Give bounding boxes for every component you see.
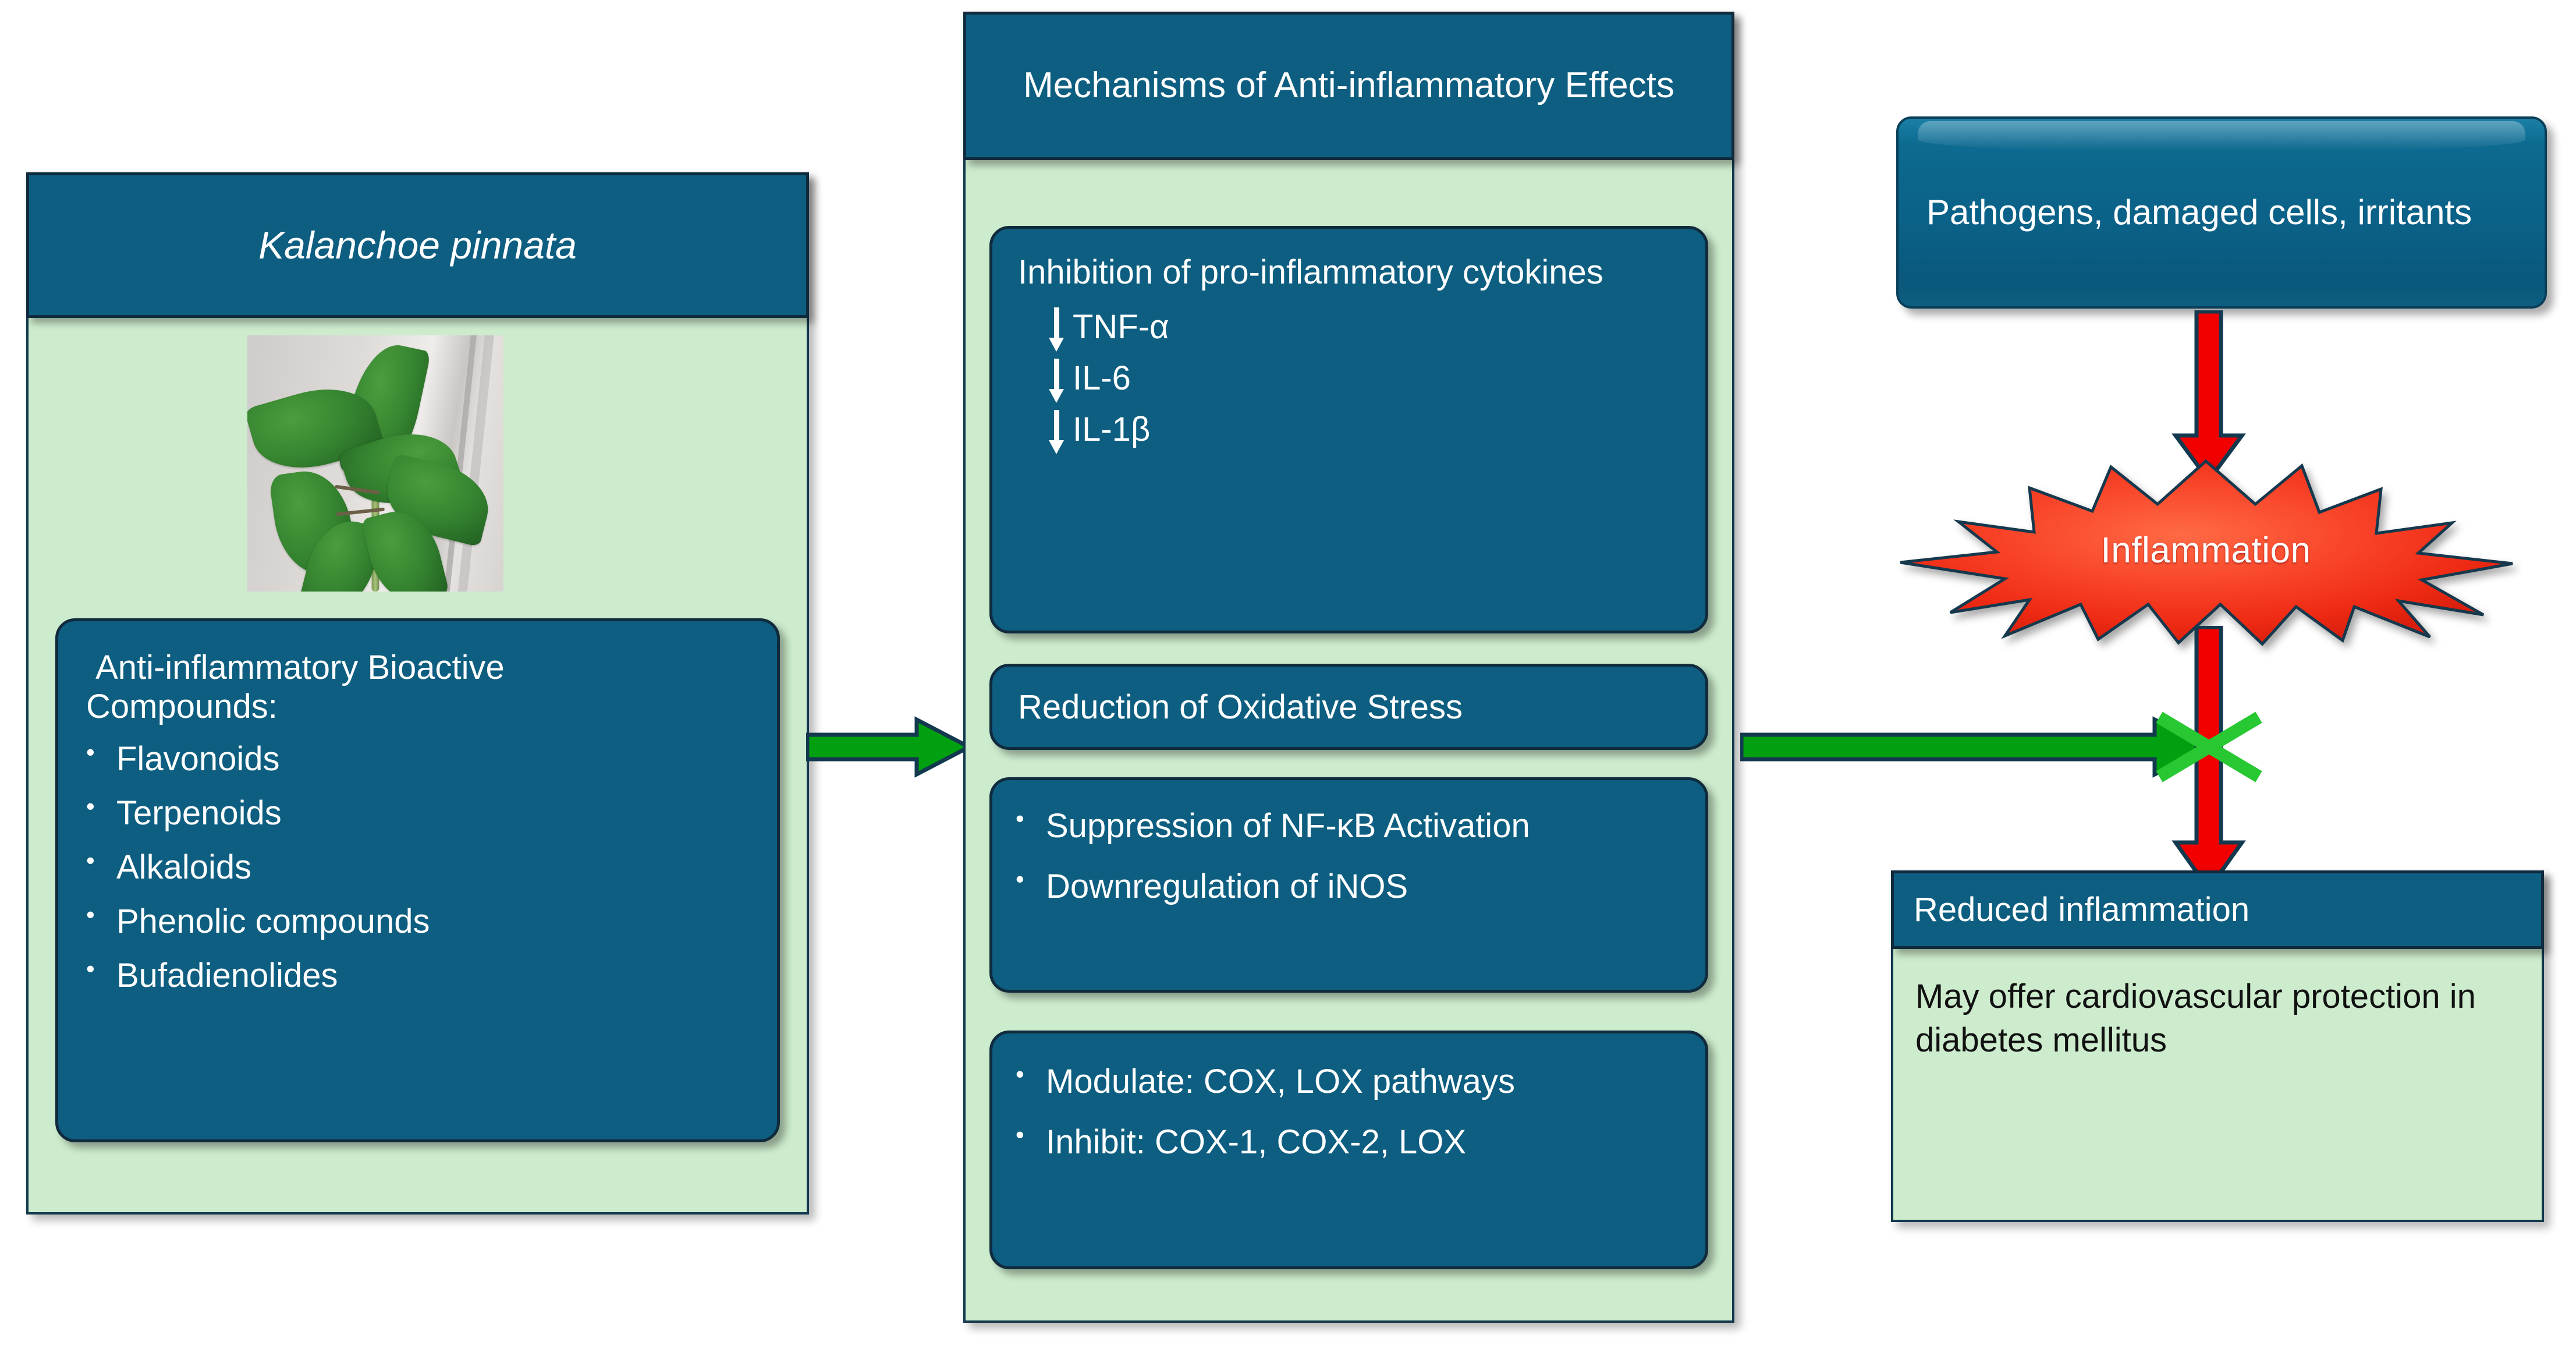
oxidative-stress-card: Reduction of Oxidative Stress bbox=[989, 664, 1708, 750]
bullet-dot: • bbox=[86, 738, 95, 766]
left-panel-title: Kalanchoe pinnata bbox=[258, 224, 577, 267]
cytokine-label: IL-6 bbox=[1073, 359, 1131, 397]
list-item: • Downregulation of iNOS bbox=[1016, 865, 1408, 905]
cytokine-item: IL-6 bbox=[1045, 358, 1680, 403]
cytokine-inhibition-card: Inhibition of pro-inflammatory cytokines… bbox=[989, 226, 1708, 633]
list-item: •Phenolic compounds bbox=[86, 900, 430, 940]
inflammation-burst: Inflammation bbox=[1894, 454, 2517, 646]
left-panel-title-bar: Kalanchoe pinnata bbox=[26, 172, 809, 318]
connector-trigger-to-burst-arrow bbox=[2171, 310, 2246, 484]
down-arrow-icon bbox=[1045, 409, 1070, 454]
nfkb-list: • Suppression of NF-κB Activation • Down… bbox=[1016, 805, 1682, 907]
cox-lox-list: • Modulate: COX, LOX pathways • Inhibit:… bbox=[1016, 1061, 1682, 1162]
compounds-heading-line1: Anti-inflammatory Bioactive bbox=[86, 649, 505, 686]
nfkb-card: • Suppression of NF-κB Activation • Down… bbox=[989, 777, 1708, 993]
bullet-dot: • bbox=[1016, 1060, 1024, 1088]
bullet-dot: • bbox=[86, 900, 95, 928]
connector-left-to-middle-arrow bbox=[806, 716, 972, 778]
bioactive-compounds-card: Anti-inflammatory Bioactive Compounds: •… bbox=[55, 618, 780, 1142]
kalanchoe-plant-photo bbox=[247, 335, 503, 592]
outcome-body: May offer cardiovascular protection in d… bbox=[1891, 949, 2544, 1222]
down-arrow-icon bbox=[1045, 307, 1070, 352]
list-item: • Suppression of NF-κB Activation bbox=[1016, 805, 1530, 845]
cytokine-item: IL-1β bbox=[1045, 409, 1680, 454]
down-arrow-icon bbox=[1045, 358, 1070, 403]
compounds-heading-line2: Compounds: bbox=[86, 688, 278, 726]
bullet-dot: • bbox=[1016, 805, 1024, 832]
compounds-list: •Flavonoids •Terpenoids •Alkaloids •Phen… bbox=[86, 739, 746, 995]
list-item: •Flavonoids bbox=[86, 738, 280, 778]
oxidative-stress-heading: Reduction of Oxidative Stress bbox=[1018, 688, 1463, 726]
cytokine-label: IL-1β bbox=[1073, 410, 1151, 448]
outcome-header-label: Reduced inflammation bbox=[1914, 891, 2250, 929]
middle-panel-title: Mechanisms of Anti-inflammatory Effects bbox=[1023, 65, 1674, 106]
list-item: • Modulate: COX, LOX pathways bbox=[1016, 1060, 1515, 1100]
outcome-header-bar: Reduced inflammation bbox=[1891, 870, 2544, 949]
green-x-icon bbox=[2156, 711, 2262, 783]
list-item: • Inhibit: COX-1, COX-2, LOX bbox=[1016, 1120, 1467, 1161]
bullet-dot: • bbox=[1016, 865, 1024, 893]
list-item: •Alkaloids bbox=[86, 846, 252, 886]
bullet-dot: • bbox=[86, 792, 95, 820]
cytokine-label: TNF-α bbox=[1073, 307, 1169, 346]
bullet-dot: • bbox=[86, 846, 95, 874]
outcome-body-text: May offer cardiovascular protection in d… bbox=[1915, 978, 2476, 1060]
trigger-box: Pathogens, damaged cells, irritants bbox=[1896, 116, 2547, 309]
connector-middle-to-right-arrow bbox=[1740, 716, 2212, 778]
bullet-dot: • bbox=[1016, 1120, 1024, 1148]
list-item: •Bufadienolides bbox=[86, 954, 338, 994]
cytokine-heading: Inhibition of pro-inflammatory cytokines bbox=[1018, 253, 1603, 291]
bullet-dot: • bbox=[86, 954, 95, 982]
cytokine-item: TNF-α bbox=[1045, 307, 1680, 352]
trigger-box-label: Pathogens, damaged cells, irritants bbox=[1926, 192, 2472, 232]
connector-burst-to-outcome-arrow bbox=[2171, 626, 2246, 893]
cox-lox-card: • Modulate: COX, LOX pathways • Inhibit:… bbox=[989, 1031, 1708, 1269]
list-item: •Terpenoids bbox=[86, 792, 282, 832]
middle-panel-title-bar: Mechanisms of Anti-inflammatory Effects bbox=[963, 12, 1734, 160]
